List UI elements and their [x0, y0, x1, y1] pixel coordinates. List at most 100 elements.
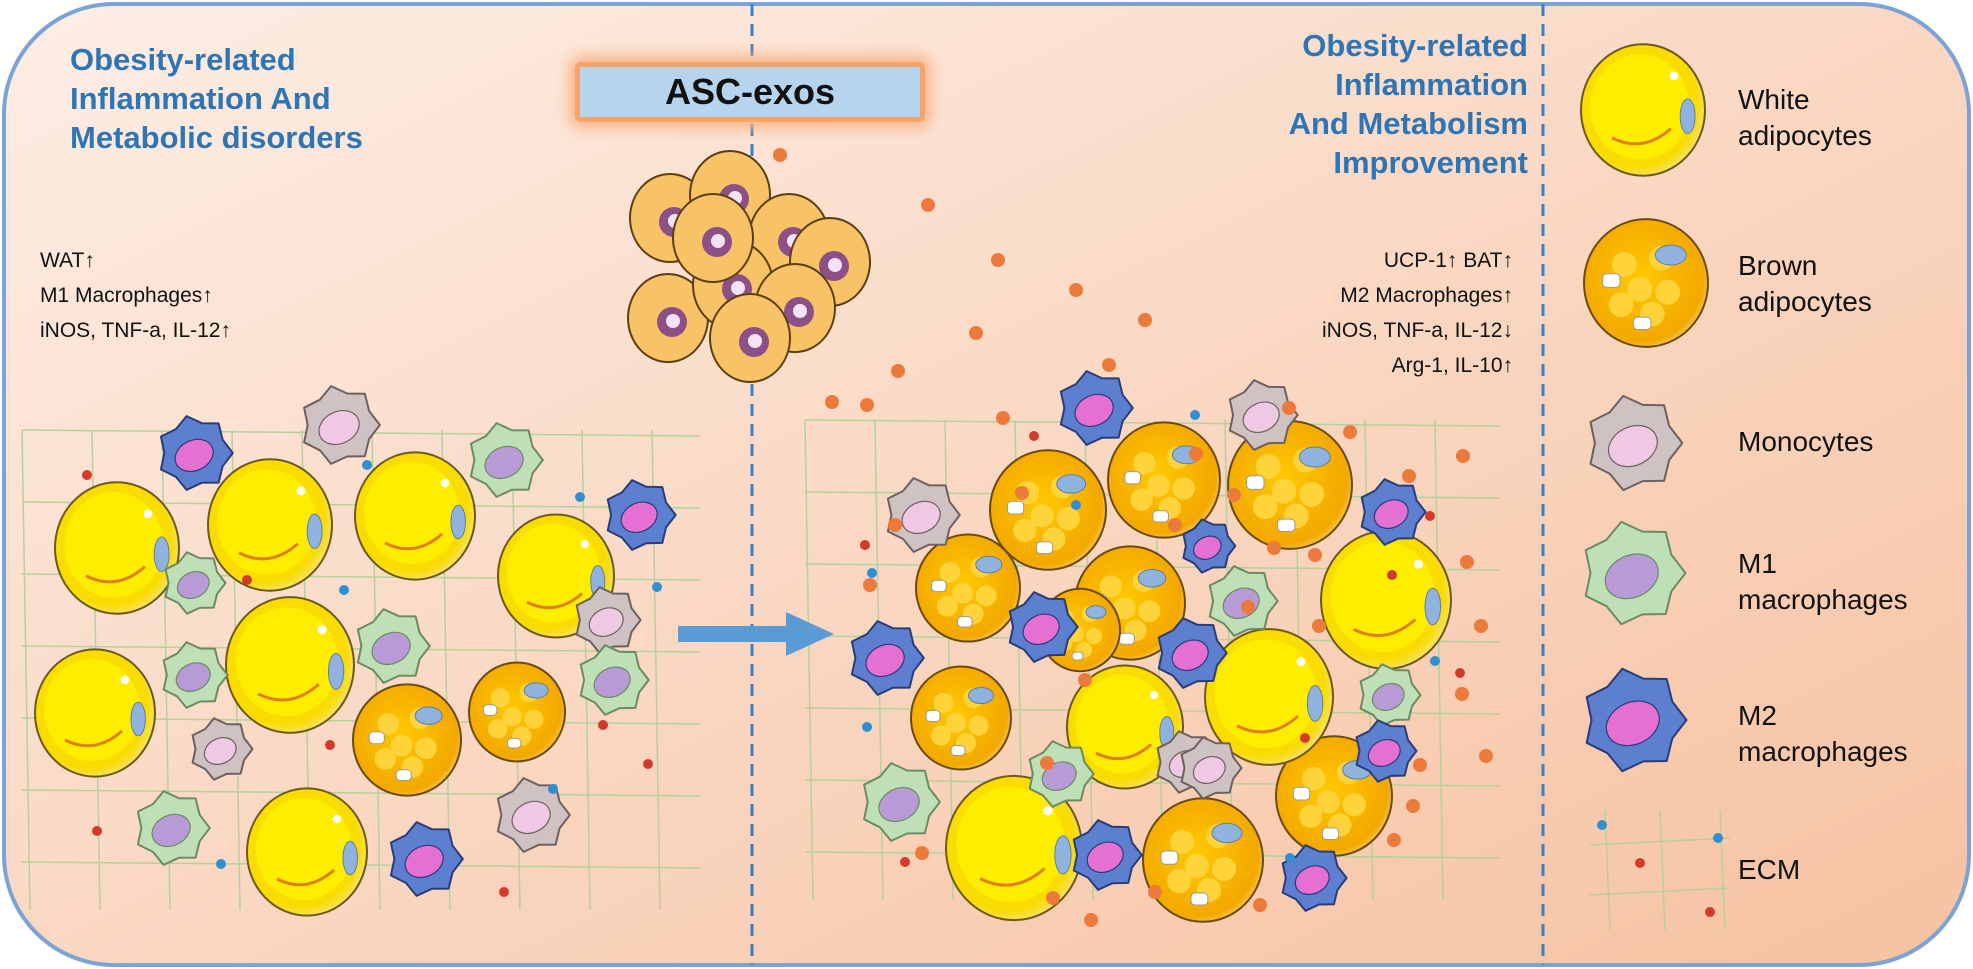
exosome-dot: [1069, 283, 1083, 297]
m2-macrophage: [1281, 844, 1348, 912]
ecm-particle: [216, 859, 226, 869]
exosome-dot: [1138, 313, 1152, 327]
ecm-particle: [548, 784, 558, 794]
white-adipocyte: [1320, 530, 1452, 670]
ecm-particle: [867, 568, 877, 578]
ecm-particle: [1071, 500, 1081, 510]
brown-adipocyte: [468, 661, 566, 763]
monocyte: [303, 385, 381, 465]
exosome-dot: [1460, 555, 1474, 569]
monocyte: [496, 777, 571, 853]
ecm-particle: [325, 740, 335, 750]
ecm-particle: [1387, 570, 1397, 580]
white-adipocyte: [34, 648, 156, 778]
exosome-dot: [1084, 913, 1098, 927]
exosome-dot: [1241, 600, 1255, 614]
exosome-dot: [921, 198, 935, 212]
white-adipocyte-icon: [1580, 43, 1706, 177]
legend-label-monocytes: Monocytes: [1738, 426, 1874, 457]
ecm-particle: [900, 857, 910, 867]
exosome-dot: [888, 518, 902, 532]
legend-icons: [1580, 43, 1731, 931]
m2-macrophage-icon: [1585, 667, 1688, 773]
exosome-dot: [1078, 673, 1092, 687]
exosome-dot: [891, 364, 905, 378]
asc-exos-label: ASC-exos: [575, 62, 925, 122]
ecm-particle: [598, 720, 608, 730]
monocyte: [191, 717, 254, 781]
marker-ucp1-bat: UCP-1↑ BAT↑: [1383, 249, 1513, 272]
monocyte: [1228, 379, 1299, 451]
exosome-dot: [1102, 358, 1116, 372]
white-adipocyte: [54, 481, 180, 615]
marker-m2: M2 Macrophages↑: [1340, 284, 1513, 307]
exosome-dot: [1308, 548, 1322, 562]
exosome-dot: [1046, 891, 1060, 905]
ecm-particle: [1455, 668, 1465, 678]
ecm-particle: [1430, 656, 1440, 666]
brown-adipocyte-icon: [1583, 218, 1709, 348]
exosome-dot: [969, 326, 983, 340]
m2-macrophage: [1355, 719, 1418, 783]
brown-adipocyte: [1142, 797, 1264, 923]
m2-macrophage: [1182, 518, 1237, 574]
m2-macrophage: [606, 479, 677, 551]
exosome-dot: [991, 253, 1005, 267]
exosome-dot: [1189, 447, 1203, 461]
exosome-dot: [1413, 758, 1427, 772]
ecm-particle: [575, 492, 585, 502]
monocyte-icon: [1589, 394, 1684, 492]
ecm-particle: [1285, 853, 1295, 863]
exosome-dot: [1474, 619, 1488, 633]
ecm-particle: [1425, 511, 1435, 521]
white-adipocyte: [207, 458, 333, 592]
exosome-dot: [1402, 469, 1416, 483]
m1-macrophage: [863, 762, 941, 842]
legend-label-m1-macrophages: M1 macrophages: [1738, 548, 1908, 615]
m2-macrophage: [1059, 370, 1134, 446]
exosome-dot: [996, 411, 1010, 425]
brown-adipocyte: [915, 533, 1021, 643]
ecm-icon: [1589, 809, 1731, 931]
left-panel-title: Obesity-related Inflammation And Metabol…: [70, 42, 363, 155]
asc-cell-cluster: [627, 150, 871, 383]
exosome-dot: [1267, 541, 1281, 555]
ecm-particle: [1300, 733, 1310, 743]
ecm-particle: [82, 470, 92, 480]
ecm-particle: [362, 460, 372, 470]
exosome-dot: [1455, 687, 1469, 701]
exosome-dot: [915, 846, 929, 860]
m2-macrophage: [1157, 617, 1228, 689]
ecm-particle: [92, 826, 102, 836]
white-adipocyte: [1204, 628, 1334, 766]
right-panel-title: Obesity-related Inflammation And Metabol…: [1288, 28, 1528, 180]
exosome-dot: [1406, 799, 1420, 813]
legend-label-ecm: ECM: [1738, 854, 1801, 885]
m1-macrophage-icon: [1584, 520, 1687, 626]
exosome-dot: [863, 578, 877, 592]
marker-arg1-il10: Arg-1, IL-10↑: [1391, 354, 1513, 377]
marker-cytokines-down: iNOS, TNF-a, IL-12↓: [1322, 319, 1513, 342]
m1-macrophage: [579, 644, 650, 716]
m2-macrophage: [1360, 478, 1427, 546]
exosome-dot: [1387, 833, 1401, 847]
brown-adipocyte: [352, 683, 462, 797]
exosome-dot: [825, 395, 839, 409]
exosome-dot: [1479, 749, 1493, 763]
ecm-particle: [643, 759, 653, 769]
legend-label-m2-macrophages: M2 macrophages: [1738, 700, 1908, 767]
exosome-dot: [773, 148, 787, 162]
ecm-particle: [652, 582, 662, 592]
m1-macrophage: [162, 641, 229, 709]
m1-macrophage: [469, 422, 544, 498]
m1-macrophage: [164, 551, 227, 615]
white-adipocyte: [225, 596, 355, 734]
ecm-particle: [242, 575, 252, 585]
exosome-dot: [1253, 898, 1267, 912]
transition-arrow: [678, 612, 834, 656]
exosome-dot: [1015, 486, 1029, 500]
exosome-dot: [1456, 449, 1470, 463]
exosome-dot: [1343, 425, 1357, 439]
